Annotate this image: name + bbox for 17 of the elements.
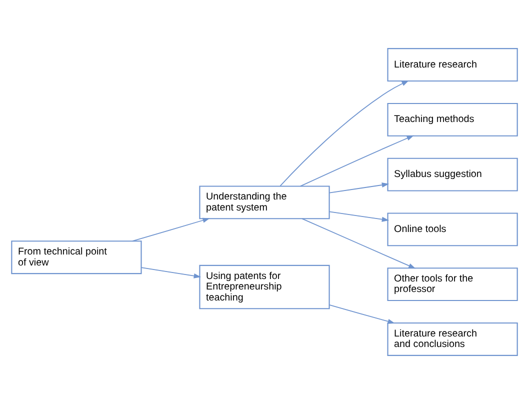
node-box: Literature research bbox=[387, 48, 518, 82]
arrow bbox=[329, 211, 390, 222]
arrow bbox=[141, 267, 202, 278]
arrow bbox=[302, 218, 416, 269]
node-box: Understanding the patent system bbox=[199, 186, 330, 220]
node-box: Syllabus suggestion bbox=[387, 158, 518, 192]
node-box: Other tools for the professor bbox=[387, 268, 518, 302]
arrow bbox=[329, 182, 390, 194]
node-box: From technical point of view bbox=[11, 240, 142, 274]
node-box: Literature research and conclusions bbox=[387, 322, 518, 356]
node-box: Teaching methods bbox=[387, 102, 518, 136]
arrow bbox=[280, 80, 409, 186]
arrow bbox=[300, 135, 414, 187]
arrow bbox=[132, 218, 210, 242]
node-box: Online tools bbox=[387, 212, 518, 246]
node-box: Using patents for Entrepreneurship teaching bbox=[199, 264, 330, 310]
arrow bbox=[329, 304, 395, 324]
